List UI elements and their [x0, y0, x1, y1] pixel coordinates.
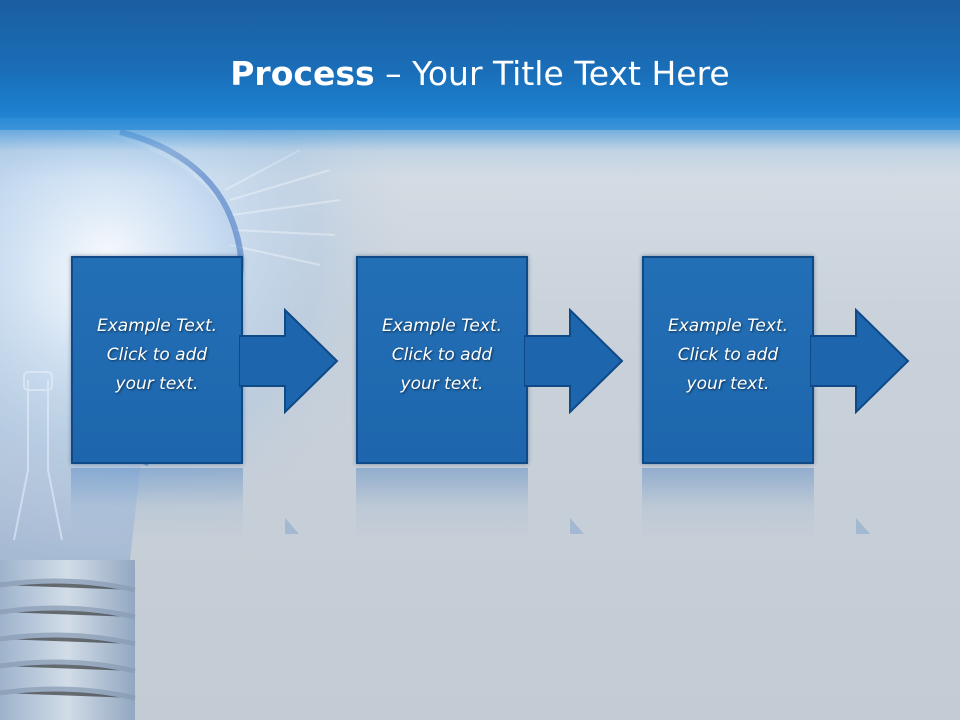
step-text-line: Example Text.	[381, 316, 503, 336]
step-text-line: your text.	[115, 374, 199, 394]
step-box[interactable]	[71, 256, 243, 464]
step-text-line: Click to add	[391, 345, 493, 365]
header-fade	[0, 118, 960, 178]
step-text[interactable]: Example Text. Click to add your text.	[71, 312, 243, 399]
step-text-line: Example Text.	[96, 316, 218, 336]
title-bold: Process	[230, 54, 375, 93]
step-box[interactable]	[642, 256, 814, 464]
title-rest: – Your Title Text Here	[374, 54, 730, 93]
step-text[interactable]: Example Text. Click to add your text.	[356, 312, 528, 399]
right-arrow-icon	[810, 308, 910, 414]
step-text-line: Example Text.	[667, 316, 789, 336]
header-band	[0, 0, 960, 130]
right-arrow-icon	[239, 308, 339, 414]
process-step-3[interactable]: Example Text. Click to add your text.	[642, 256, 910, 468]
process-step-2[interactable]: Example Text. Click to add your text.	[356, 256, 624, 468]
right-arrow-icon	[524, 308, 624, 414]
step-text-line: your text.	[400, 374, 484, 394]
slide-title[interactable]: Process – Your Title Text Here	[0, 52, 960, 96]
step-text-line: Click to add	[106, 345, 208, 365]
step-text[interactable]: Example Text. Click to add your text.	[642, 312, 814, 399]
process-step-1[interactable]: Example Text. Click to add your text.	[71, 256, 339, 468]
step-text-line: your text.	[686, 374, 770, 394]
step-text-line: Click to add	[677, 345, 779, 365]
step-box[interactable]	[356, 256, 528, 464]
